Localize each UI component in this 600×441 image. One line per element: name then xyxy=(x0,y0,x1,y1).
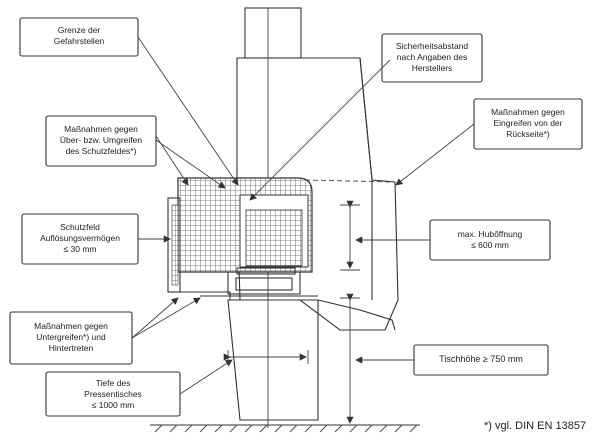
label-sicherheitsabstand: Sicherheitsabstand nach Angaben des Hers… xyxy=(395,41,469,73)
label-schutzfeld: Schutzfeld Auflösungsvermögen ≤ 30 mm xyxy=(40,222,120,254)
label-rueckseite: Maßnahmen gegen Eingreifen von der Rücks… xyxy=(491,107,565,139)
box-sicherheitsabstand xyxy=(381,33,483,83)
press-column xyxy=(227,299,319,421)
ram-top xyxy=(244,7,302,59)
label-grenze: Grenze der Gefahrstellen xyxy=(53,25,105,46)
label-tischhoehe: Tischhöhe ≥ 750 mm xyxy=(439,354,523,364)
box-schutzfeld-massnahmen xyxy=(45,115,157,167)
label-hub: max. Hubôffnung ≤ 600 mm xyxy=(457,229,523,250)
label-tiefe: Tiefe des Pressentisches ≤ 1000 mm xyxy=(84,378,142,410)
label-untergreifen: Maßnahmen gegen Untergreifen*) und Hinte… xyxy=(34,321,108,353)
leader-lines xyxy=(131,36,475,395)
footnote: *) vgl. DIN EN 13857 xyxy=(484,420,587,432)
die xyxy=(227,271,301,295)
label-schutzfeld-massnahmen: Maßnahmen gegen Über- bzw. Umgreifen des… xyxy=(59,124,143,156)
dim-stroke-opening xyxy=(340,200,360,271)
ground-hatch xyxy=(154,424,418,433)
dim-table-height xyxy=(340,293,360,424)
